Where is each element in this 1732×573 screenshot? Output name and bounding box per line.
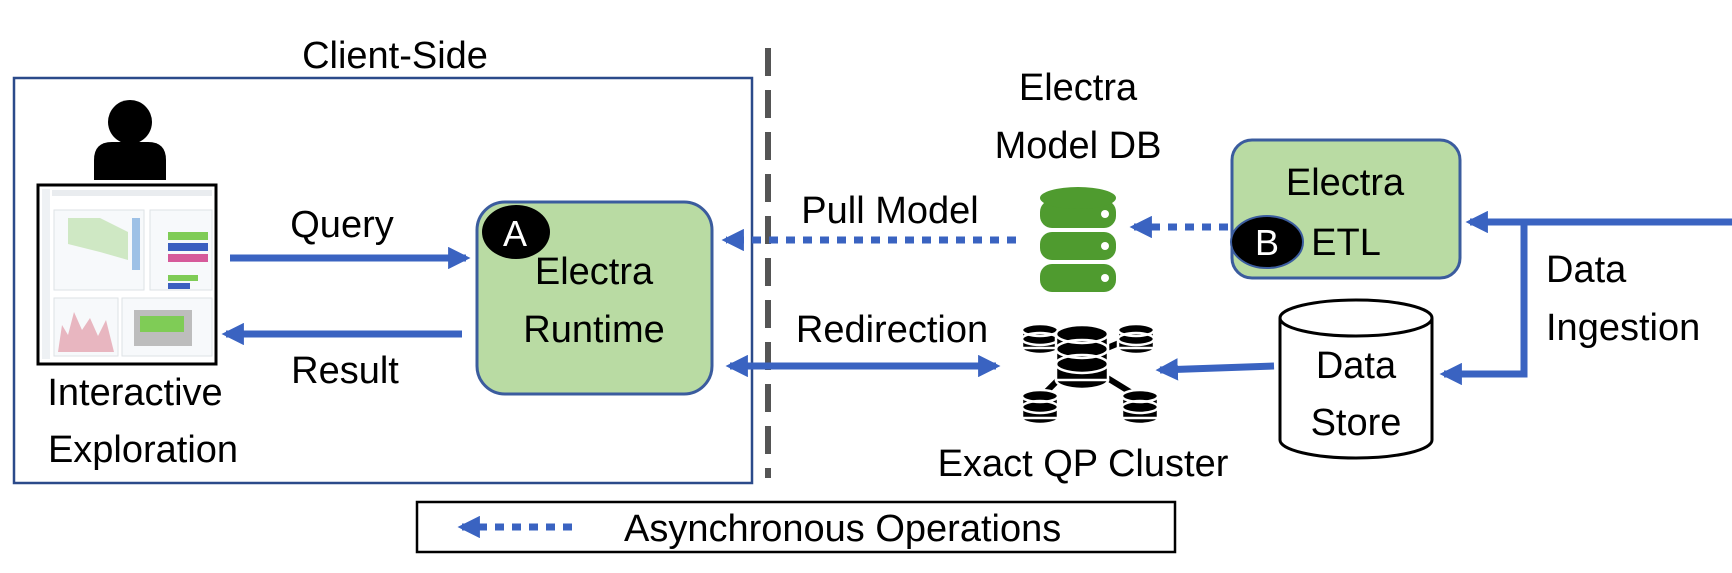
exploration-label-line1: Interactive <box>47 372 222 414</box>
result-label: Result <box>291 350 399 392</box>
pull-model-label: Pull Model <box>801 190 978 232</box>
cluster-icon <box>1020 322 1160 426</box>
model-db-label-line1: Electra <box>1019 67 1138 109</box>
client-side-box <box>12 76 754 485</box>
data-ingestion-label-line2: Ingestion <box>1546 307 1700 349</box>
data-store-label-line2: Store <box>1311 402 1402 444</box>
legend-box <box>415 500 1177 554</box>
legend-label: Asynchronous Operations <box>624 508 1061 550</box>
redirection-label: Redirection <box>796 309 988 351</box>
runtime-badge <box>482 205 550 259</box>
runtime-label-line1: Electra <box>535 251 654 293</box>
qp-cluster-label: Exact QP Cluster <box>938 443 1229 485</box>
etl-label-line2: ETL <box>1311 222 1381 264</box>
etl-badge-letter: B <box>1255 222 1279 263</box>
etl-label-line1: Electra <box>1286 162 1405 204</box>
data-ingestion-label-line1: Data <box>1546 249 1627 291</box>
runtime-badge-letter: A <box>503 213 527 254</box>
query-label: Query <box>290 204 393 246</box>
data-store-label-line1: Data <box>1316 345 1397 387</box>
etl-badge <box>1230 215 1304 269</box>
data-ingestion-bracket <box>1460 218 1732 378</box>
user-icon <box>94 100 166 180</box>
dashboard-screenshot-icon <box>36 183 218 366</box>
exploration-label-line2: Exploration <box>48 429 238 471</box>
model-db-label-line2: Model DB <box>995 125 1162 167</box>
datastore-to-cluster-arrow <box>1155 358 1275 381</box>
runtime-label-line2: Runtime <box>523 309 665 351</box>
data-store-cylinder <box>1278 298 1434 460</box>
database-stack-icon <box>1040 187 1116 292</box>
client-side-title: Client-Side <box>302 35 488 77</box>
